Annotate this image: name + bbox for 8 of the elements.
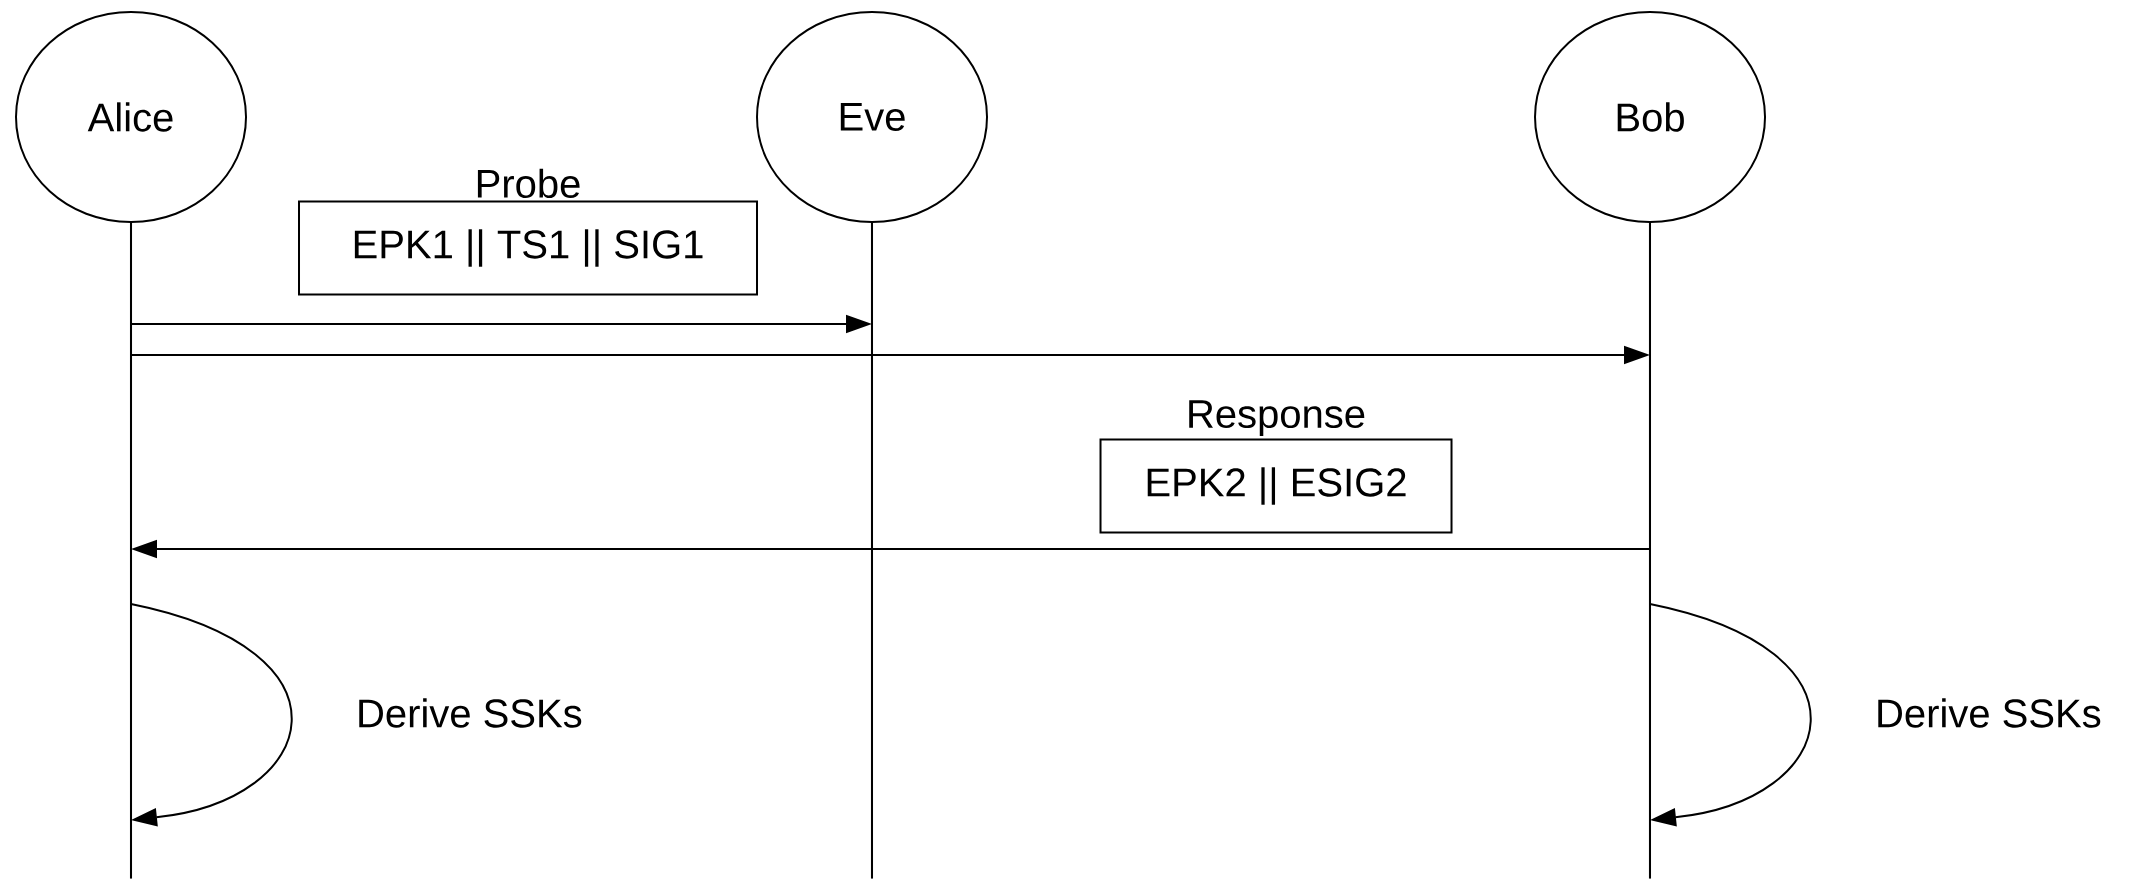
message-heading: Response xyxy=(1189,400,1365,436)
edge-label: Derive SSKs xyxy=(1878,698,2101,728)
self-arrow xyxy=(1649,603,1812,827)
message-box: EPK2 || ESIG2 xyxy=(1099,438,1453,534)
self-arrow xyxy=(130,603,293,827)
message-box: EPK1 || TS1 || SIG1 xyxy=(298,200,758,296)
message-heading: Probe xyxy=(477,168,580,198)
edge-label: Derive SSKs xyxy=(359,698,582,728)
